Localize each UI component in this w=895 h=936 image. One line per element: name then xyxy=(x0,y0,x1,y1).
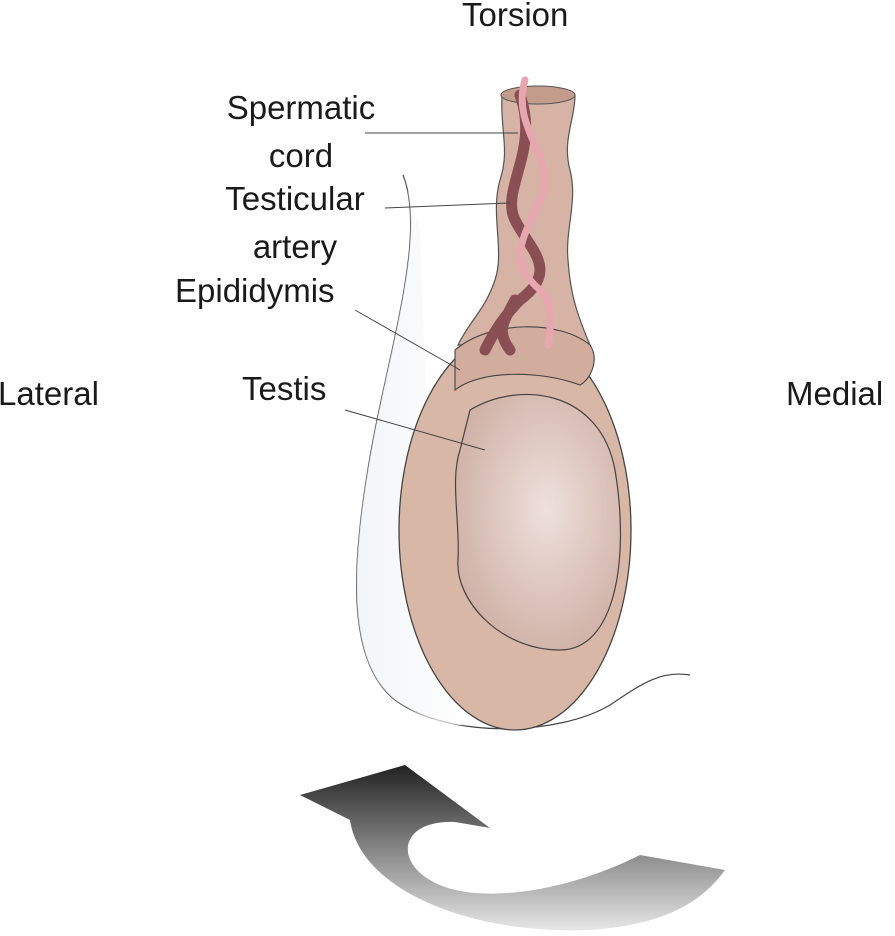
label-spermatic-cord-line2: cord xyxy=(268,137,334,174)
testis xyxy=(454,393,622,651)
leader-lines xyxy=(344,132,518,451)
label-testis: Testis xyxy=(242,370,327,407)
testicular-artery-vessel xyxy=(479,89,546,356)
label-testicular-artery-line2: artery xyxy=(252,228,338,265)
rotation-arrow xyxy=(300,765,725,931)
label-medial: Medial xyxy=(786,375,884,412)
label-lateral: Lateral xyxy=(0,375,99,412)
label-testicular-artery-line1: Testicular xyxy=(225,180,365,217)
label-spermatic-cord: Spermatic cord xyxy=(215,85,387,179)
pampiniform-vessel xyxy=(517,76,554,349)
label-testicular-artery: Testicular artery xyxy=(210,176,380,270)
label-spermatic-cord-line1: Spermatic xyxy=(226,89,376,126)
title-torsion: Torsion xyxy=(462,0,569,33)
label-epididymis: Epididymis xyxy=(175,272,335,309)
